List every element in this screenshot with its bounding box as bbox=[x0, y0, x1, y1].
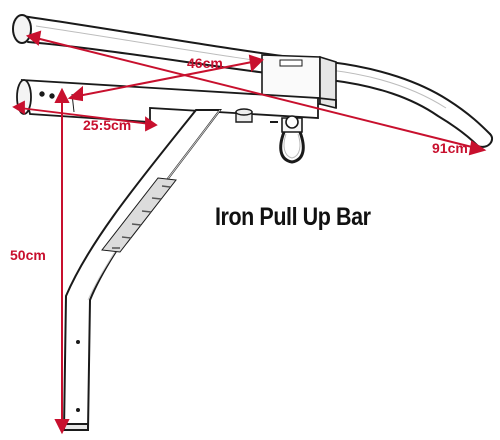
vertical-leg bbox=[62, 109, 223, 431]
product-title: Iron Pull Up Bar bbox=[215, 203, 371, 231]
dimension-label-depth: 25:5cm bbox=[83, 117, 132, 133]
dimension-label-overall-width: 91cm bbox=[432, 140, 468, 156]
dimension-label-height: 50cm bbox=[10, 247, 46, 263]
dimension-label-top-span: 46cm bbox=[187, 55, 223, 71]
dimension-width bbox=[25, 30, 487, 156]
dimension-top bbox=[67, 54, 264, 102]
bolt-icon bbox=[235, 108, 253, 123]
dimension-height bbox=[54, 87, 70, 435]
upper-mount-housing bbox=[261, 54, 337, 110]
bracket-hook-icon bbox=[270, 115, 305, 164]
main-bar bbox=[12, 14, 494, 148]
grip-pattern bbox=[101, 177, 177, 253]
dimension-depth bbox=[12, 100, 158, 132]
